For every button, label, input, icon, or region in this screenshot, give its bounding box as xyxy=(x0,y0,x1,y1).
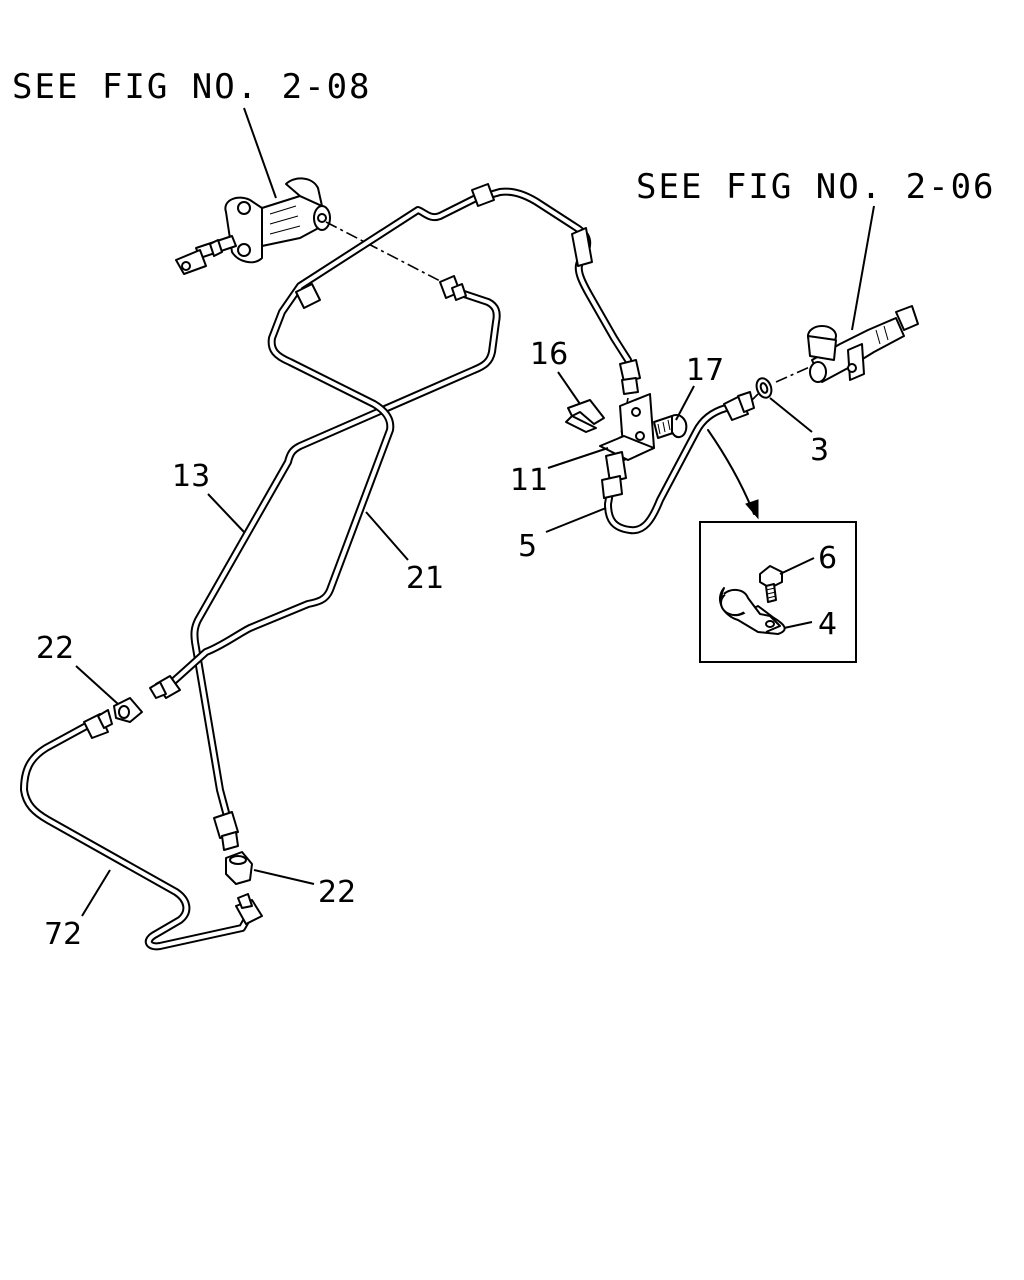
bolt-17[interactable] xyxy=(653,414,688,439)
pipe-21-end-fitting xyxy=(619,359,641,395)
leader-72 xyxy=(81,869,111,917)
fig-2-06-leader xyxy=(851,205,875,331)
clip-4[interactable] xyxy=(719,587,786,635)
washer-3[interactable] xyxy=(754,376,774,400)
master-cylinder[interactable] xyxy=(175,177,331,275)
nut-22-left[interactable] xyxy=(113,697,143,723)
screw-6[interactable] xyxy=(759,565,783,603)
nut-22-bottom[interactable] xyxy=(225,851,253,885)
leader-22-left xyxy=(75,665,119,705)
pipe-72[interactable] xyxy=(20,709,263,951)
master-cylinder-connection-line xyxy=(325,221,443,283)
detail-pointer-arrow xyxy=(707,429,755,515)
detail-inset-box xyxy=(699,521,857,663)
leader-16 xyxy=(557,371,581,405)
leader-3 xyxy=(769,397,813,433)
leader-17 xyxy=(675,385,695,421)
callout-16[interactable]: 16 xyxy=(530,337,568,372)
see-fig-2-08-label[interactable]: SEE FIG NO. 2-08 xyxy=(12,67,372,107)
pipe-joint-upper xyxy=(295,183,593,309)
callout-21[interactable]: 21 xyxy=(406,561,444,596)
callout-4[interactable]: 4 xyxy=(818,607,837,642)
hose-5[interactable] xyxy=(601,391,755,535)
slave-connection-line xyxy=(751,365,813,401)
callout-22-left[interactable]: 22 xyxy=(36,631,74,666)
callout-13[interactable]: 13 xyxy=(172,459,210,494)
see-fig-2-06-label[interactable]: SEE FIG NO. 2-06 xyxy=(636,167,996,207)
leader-21 xyxy=(365,511,409,561)
bracket-11[interactable] xyxy=(599,393,655,461)
callout-11[interactable]: 11 xyxy=(510,463,548,498)
leader-11 xyxy=(547,447,609,469)
callout-6[interactable]: 6 xyxy=(818,541,837,576)
callout-5[interactable]: 5 xyxy=(518,529,537,564)
pipe-13[interactable] xyxy=(190,286,501,824)
pipe-13-end-fitting xyxy=(213,811,239,851)
leader-6 xyxy=(779,557,815,575)
leader-4 xyxy=(783,621,813,629)
leader-5 xyxy=(545,507,607,533)
leader-13 xyxy=(207,493,245,533)
callout-17[interactable]: 17 xyxy=(686,353,724,388)
callout-22-bottom[interactable]: 22 xyxy=(318,875,356,910)
pipe-21[interactable] xyxy=(162,187,632,692)
leader-22-bottom xyxy=(253,869,315,885)
callout-72[interactable]: 72 xyxy=(44,917,82,952)
pipe-21-end-fitting-left xyxy=(149,675,181,699)
slave-cylinder[interactable] xyxy=(807,305,919,383)
clip-16[interactable] xyxy=(565,399,605,433)
fig-2-08-leader xyxy=(243,107,277,199)
callout-3[interactable]: 3 xyxy=(810,433,829,468)
